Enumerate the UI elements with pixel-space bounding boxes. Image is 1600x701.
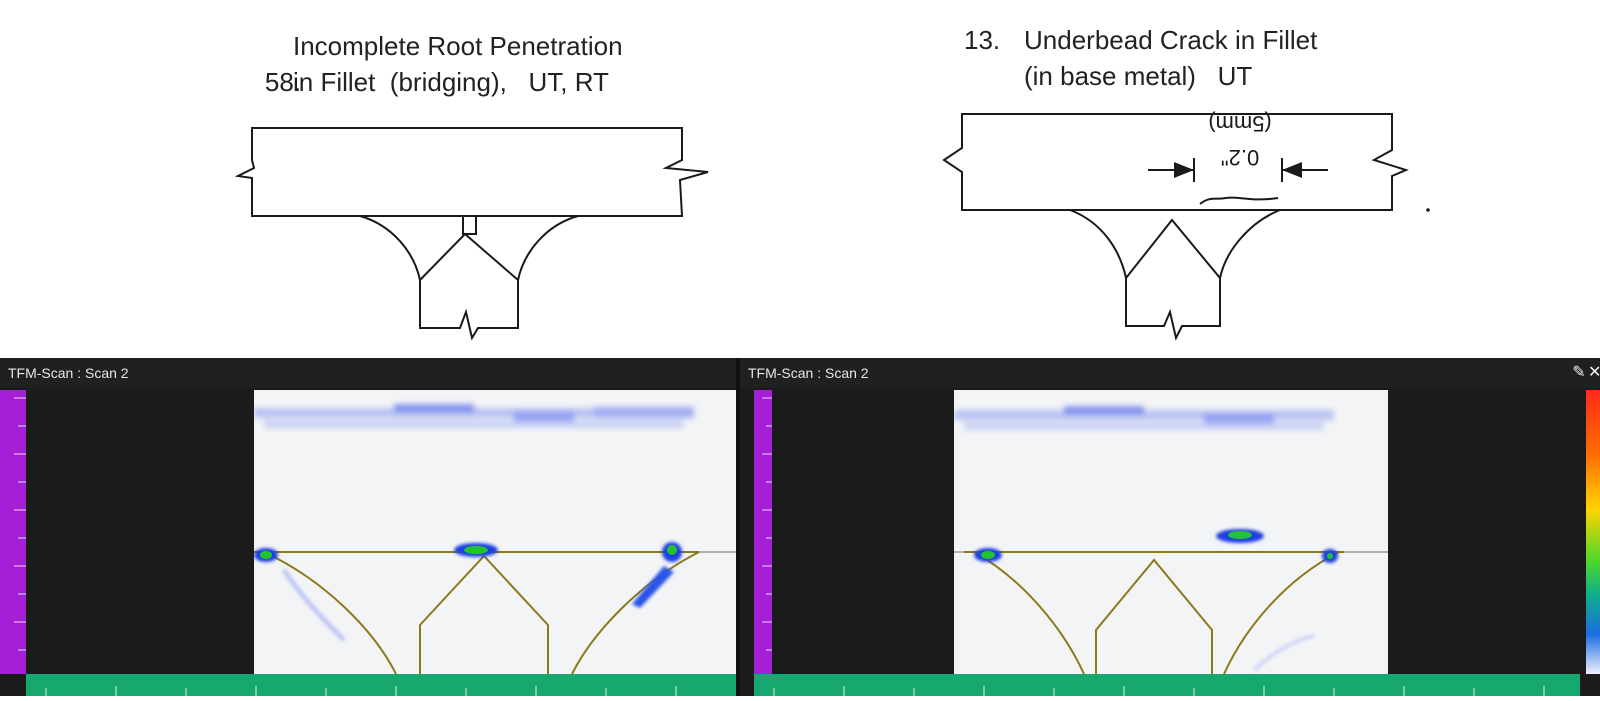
diagram-left-title-line2: in Fillet (bridging), UT, RT (293, 67, 609, 97)
index-scale-ticks-right (773, 686, 1545, 696)
scan-panel-right-header: TFM-Scan : Scan 2 (740, 358, 1600, 388)
diagram-left-title-line1: Incomplete Root Penetration (293, 31, 623, 61)
scan-panel-left-header: TFM-Scan : Scan 2 (0, 358, 736, 388)
panel-right-edge (740, 390, 750, 674)
index-scale-left[interactable] (26, 674, 736, 696)
indications-right (974, 529, 1338, 672)
tfm-image-right[interactable] (954, 390, 1388, 674)
panel-divider[interactable] (736, 358, 740, 696)
weld-overlay-right (964, 551, 1344, 674)
diagram-right-number: 13. (964, 25, 1001, 55)
tfm-plot-left (254, 404, 736, 674)
indications-left (254, 542, 682, 642)
dimension-value-label: 0.2" (1221, 145, 1259, 170)
amplitude-colorbar[interactable] (1586, 390, 1600, 674)
scan-panel-left[interactable]: TFM-Scan : Scan 2 (0, 358, 736, 696)
index-scale-right[interactable] (754, 674, 1580, 696)
weld-diagrams: 0.2" (5mm) (234, 111, 1430, 341)
pencil-icon[interactable]: ✎ (1572, 364, 1586, 381)
left-fillet-diagram (234, 127, 709, 341)
depth-scale-ticks-right (762, 397, 772, 651)
diagram-right-title-line2: (in base metal) UT (1024, 61, 1253, 91)
depth-scale-right[interactable] (754, 390, 772, 674)
dimension-metric-label: (5mm) (1208, 111, 1272, 136)
scan-panel-right[interactable]: TFM-Scan : Scan 2 ✎ ✕ (740, 358, 1600, 696)
diagram-left-number: 58. (264, 67, 302, 97)
surface-noise-right (954, 406, 1334, 430)
scan-panel-left-title: TFM-Scan : Scan 2 (8, 365, 129, 381)
surface-noise-left (254, 404, 694, 428)
diagram-area: 58. Incomplete Root Penetration in Fille… (234, 25, 1430, 341)
tfm-plot-right (954, 406, 1388, 674)
scan-panel-right-title: TFM-Scan : Scan 2 (748, 365, 869, 381)
scan-area: TFM-Scan : Scan 2 (0, 358, 1600, 696)
right-fillet-diagram (942, 113, 1409, 341)
index-scale-ticks-left (45, 686, 677, 696)
depth-scale-left[interactable] (0, 390, 26, 674)
dimension-arrows (1174, 162, 1430, 212)
depth-scale-ticks-left (14, 397, 26, 651)
diagram-left-title: 58. (236, 28, 301, 136)
tfm-image-left[interactable] (254, 390, 736, 674)
close-icon[interactable]: ✕ (1588, 364, 1600, 381)
diagram-right-title-line1: Underbead Crack in Fillet (1024, 25, 1318, 55)
